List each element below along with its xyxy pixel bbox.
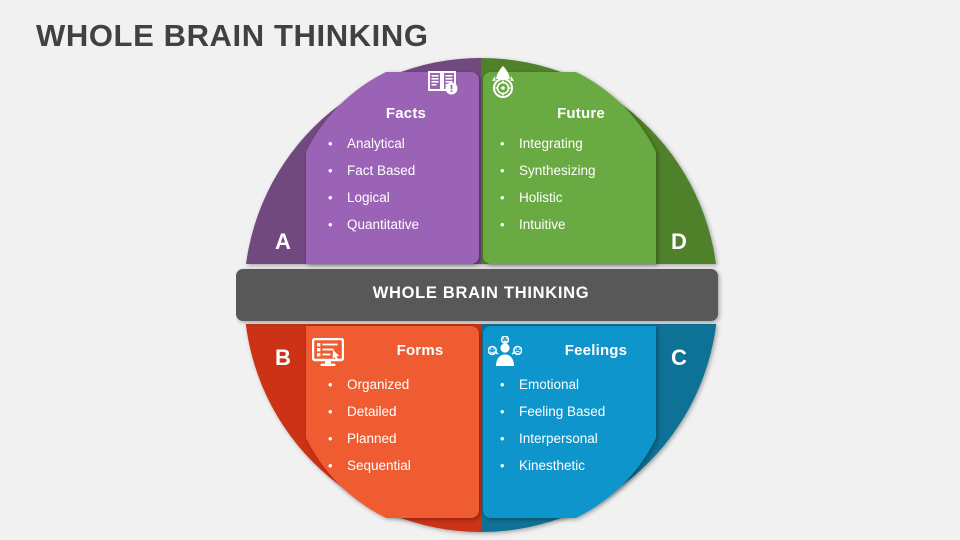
quadrant-forms-title: Forms [396, 342, 444, 359]
list-item: Analytical [313, 130, 485, 157]
quadrant-future-bullets: Integrating Synthesizing Holistic Intuit… [485, 130, 661, 238]
arc-label-d: D [671, 229, 687, 254]
arc-label-b: B [275, 345, 291, 370]
whole-brain-thinking-diagram: Facts Analytical Fact Based Logical Quan… [236, 52, 726, 538]
quadrant-feelings-title: Feelings [564, 342, 628, 359]
list-item: Organized [313, 371, 485, 398]
list-item: Planned [313, 425, 485, 452]
quadrant-forms[interactable]: Forms Organized Detailed Planned Sequent… [313, 342, 485, 479]
page-title: WHOLE BRAIN THINKING [36, 18, 429, 53]
center-banner-label: WHOLE BRAIN THINKING [372, 284, 590, 302]
compass-rocket-icon [488, 65, 518, 99]
list-item: Holistic [485, 184, 661, 211]
quadrant-facts-bullets: Analytical Fact Based Logical Quantitati… [313, 130, 485, 238]
center-banner-shape [236, 269, 718, 321]
quadrant-feelings[interactable]: Feelings Emotional Feeling Based Interpe… [485, 342, 661, 479]
list-item: Interpersonal [485, 425, 661, 452]
quadrant-feelings-bullets: Emotional Feeling Based Interpersonal Ki… [485, 371, 661, 479]
quadrant-facts-title: Facts [385, 105, 427, 122]
list-item: Feeling Based [485, 398, 661, 425]
arc-label-c: C [671, 345, 687, 370]
list-item: Sequential [313, 452, 485, 479]
quadrant-facts[interactable]: Facts Analytical Fact Based Logical Quan… [313, 105, 485, 238]
people-emotions-icon [488, 336, 522, 366]
list-item: Integrating [485, 130, 661, 157]
list-item: Kinesthetic [485, 452, 661, 479]
arc-label-a: A [275, 229, 291, 254]
list-item: Synthesizing [485, 157, 661, 184]
list-item: Intuitive [485, 211, 661, 238]
list-item: Quantitative [313, 211, 485, 238]
monitor-checklist-icon [312, 338, 344, 367]
list-item: Logical [313, 184, 485, 211]
book-info-icon [428, 70, 458, 96]
list-item: Fact Based [313, 157, 485, 184]
quadrant-forms-bullets: Organized Detailed Planned Sequential [313, 371, 485, 479]
quadrant-future-title: Future [557, 105, 605, 122]
list-item: Emotional [485, 371, 661, 398]
quadrant-future[interactable]: Future Integrating Synthesizing Holistic… [485, 105, 661, 238]
list-item: Detailed [313, 398, 485, 425]
